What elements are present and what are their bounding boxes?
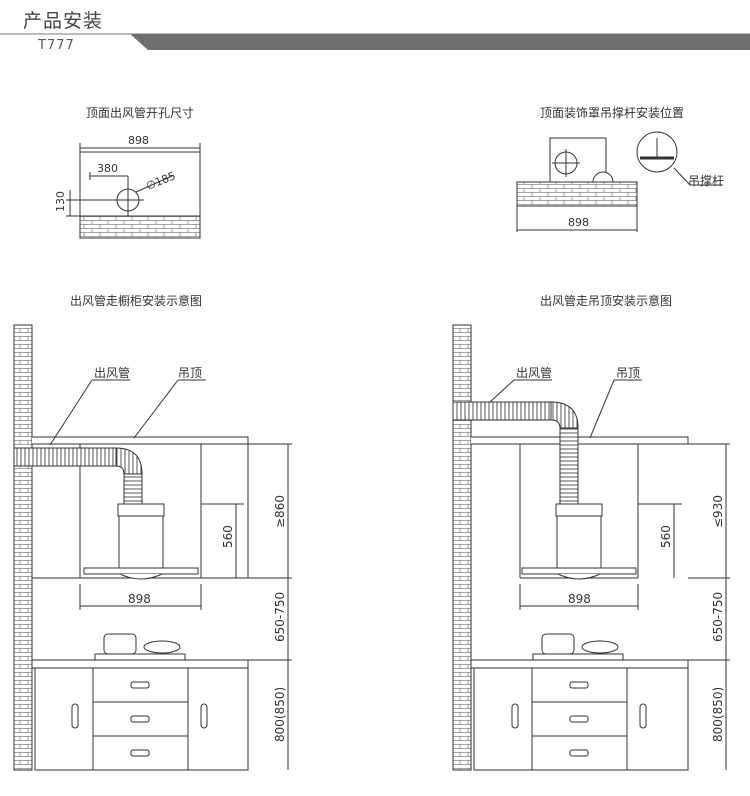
page-title: 产品安装 [23, 10, 104, 32]
rod-label: 吊撑杆 [688, 174, 725, 188]
header-band [0, 33, 750, 50]
ceiling-diagram [452, 324, 730, 771]
d4-hood-dim: 560 [659, 525, 673, 548]
top-hole-diagram [66, 143, 201, 239]
d4-width-dim: 898 [568, 592, 591, 606]
d1-offset-dim: 380 [97, 162, 118, 175]
d3-counter-dim: 800(850) [273, 687, 287, 742]
d3-total-dim: ≥860 [273, 495, 287, 528]
d4-total-dim: ≤930 [711, 495, 725, 528]
d4-gap-dim: 650-750 [711, 592, 725, 642]
d3-duct-label: 出风管 [94, 366, 131, 380]
model-number: T777 [38, 38, 75, 53]
cabinet-title: 出风管走橱柜安装示意图 [70, 294, 203, 308]
d3-gap-dim: 650-750 [273, 592, 287, 642]
d1-width-dim: 898 [128, 134, 149, 147]
top-rod-title: 顶面装饰罩吊撑杆安装位置 [540, 106, 685, 120]
d3-hood-dim: 560 [221, 525, 235, 548]
top-hole-title: 顶面出风管开孔尺寸 [86, 106, 195, 120]
d4-duct-label: 出风管 [516, 366, 553, 380]
ceiling-title: 出风管走吊顶安装示意图 [540, 294, 673, 308]
cabinet-diagram [13, 324, 292, 771]
d3-width-dim: 898 [128, 592, 151, 606]
d1-height-dim: 130 [54, 191, 67, 212]
d2-width-dim: 898 [568, 216, 589, 229]
d4-counter-dim: 800(850) [711, 687, 725, 742]
top-rod-diagram [516, 131, 723, 232]
d4-ceiling-label: 吊顶 [616, 366, 641, 380]
d3-ceiling-label: 吊顶 [178, 366, 203, 380]
